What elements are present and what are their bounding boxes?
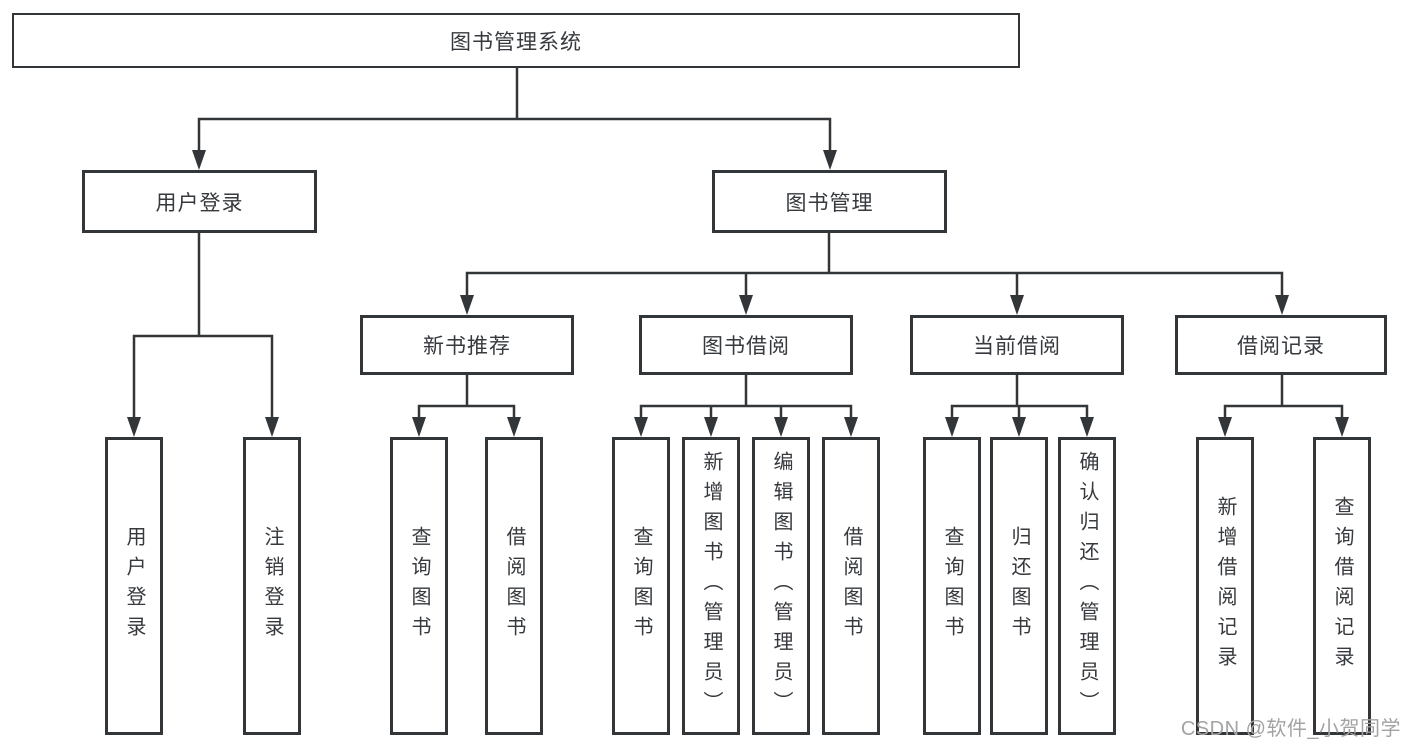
node-label: 当前借阅: [973, 335, 1061, 358]
node-add-books-admin: 新增图书（管理员）: [682, 437, 740, 735]
node-label: 图书借阅: [702, 335, 790, 358]
node-label: 编辑图书（管理员）: [770, 451, 792, 721]
node-label: 图书管理系统: [450, 30, 582, 54]
node-label: 确认归还（管理员）: [1076, 451, 1098, 721]
node-label: 归还图书: [1008, 526, 1030, 646]
node-borrowing-records: 借阅记录: [1175, 315, 1387, 375]
node-label: 新增图书（管理员）: [700, 451, 722, 721]
node-new-book-recommendation: 新书推荐: [360, 315, 574, 375]
node-current-borrowing: 当前借阅: [910, 315, 1124, 375]
node-label: 查询借阅记录: [1331, 496, 1353, 676]
node-book-management: 图书管理: [712, 170, 947, 233]
node-label: 查询图书: [630, 526, 652, 646]
node-confirm-return-admin: 确认归还（管理员）: [1058, 437, 1116, 735]
tree-edges: [132, 66, 1344, 423]
node-add-borrow-record: 新增借阅记录: [1196, 437, 1254, 735]
node-label: 图书管理: [785, 191, 874, 215]
node-query-books-recommend: 查询图书: [390, 437, 448, 735]
node-borrow-books-recommend: 借阅图书: [485, 437, 543, 735]
node-query-books-current: 查询图书: [923, 437, 981, 735]
node-label: 新增借阅记录: [1214, 496, 1236, 676]
watermark: CSDN @软件_小贺同学: [1180, 718, 1401, 740]
node-edit-books-admin: 编辑图书（管理员）: [752, 437, 810, 735]
node-label: 借阅记录: [1237, 335, 1325, 358]
node-label: 借阅图书: [840, 526, 862, 646]
node-label: 查询图书: [941, 526, 963, 646]
node-query-books-borrowing: 查询图书: [612, 437, 670, 735]
node-library-management-system: 图书管理系统: [12, 13, 1020, 68]
node-label: 用户登录: [123, 526, 145, 646]
node-return-books: 归还图书: [990, 437, 1048, 735]
node-query-borrow-record: 查询借阅记录: [1313, 437, 1371, 735]
node-label: 借阅图书: [503, 526, 525, 646]
node-book-borrowing: 图书借阅: [639, 315, 853, 375]
node-borrow-books-borrowing: 借阅图书: [822, 437, 880, 735]
node-label: 注销登录: [261, 526, 283, 646]
node-label: 查询图书: [408, 526, 430, 646]
node-label: 新书推荐: [423, 335, 511, 358]
node-user-login-action: 用户登录: [105, 437, 163, 735]
node-user-login: 用户登录: [82, 170, 317, 233]
node-label: 用户登录: [155, 191, 244, 215]
node-logout-action: 注销登录: [243, 437, 301, 735]
